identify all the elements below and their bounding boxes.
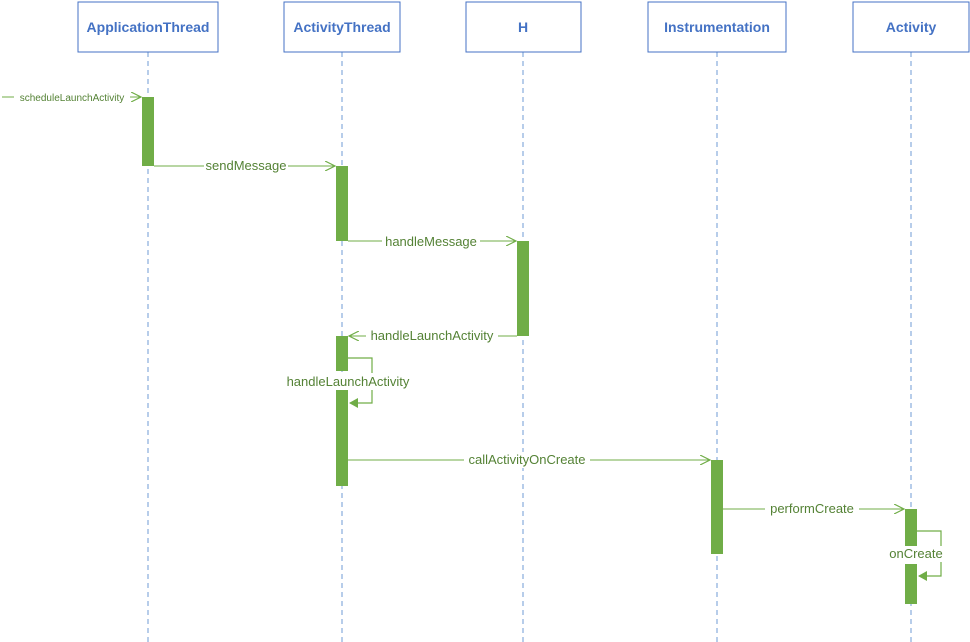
activation-application-thread [142, 97, 154, 166]
message-label-bg [204, 158, 288, 174]
message-label: handleLaunchActivity [371, 328, 494, 343]
participant-box [283, 1, 401, 53]
participant-box [77, 1, 219, 53]
activation-activity-thread-3 [336, 390, 348, 486]
message-label-bg [765, 501, 859, 517]
participant-label: ActivityThread [293, 19, 390, 35]
message-label-bg [366, 328, 498, 344]
message-handle-launch-activity-self[interactable]: handleLaunchActivity [282, 357, 412, 408]
activation-activity-thread-2 [336, 336, 348, 371]
message-call-activity-on-create[interactable]: callActivityOnCreate [348, 452, 710, 468]
message-label: performCreate [770, 501, 854, 516]
lifelines [147, 52, 912, 642]
participant-label: Instrumentation [664, 19, 770, 35]
message-handle-message[interactable]: handleMessage [348, 233, 516, 249]
participant-box [647, 1, 787, 53]
participant-instrumentation[interactable]: Instrumentation [647, 1, 787, 53]
participant-activity[interactable]: Activity [852, 1, 970, 53]
participant-box [852, 1, 970, 53]
message-label: handleLaunchActivity [287, 374, 410, 389]
message-label: scheduleLaunchActivity [20, 93, 125, 104]
message-label-bg [382, 233, 480, 249]
message-label: callActivityOnCreate [468, 452, 585, 467]
participant-label: H [518, 19, 528, 35]
message-label: handleMessage [385, 234, 477, 249]
participant-box [465, 1, 582, 53]
message-send-message[interactable]: sendMessage [154, 158, 335, 174]
participant-activity-thread[interactable]: ActivityThread [283, 1, 401, 53]
message-label-bg [14, 90, 130, 104]
activation-activity-thread-1 [336, 166, 348, 241]
participant-application-thread[interactable]: ApplicationThread [77, 1, 219, 53]
message-on-create-self[interactable]: onCreate [887, 530, 945, 581]
participant-label: Activity [886, 19, 937, 35]
message-label-bg [887, 546, 945, 562]
message-label: sendMessage [206, 158, 287, 173]
message-label: onCreate [889, 546, 942, 561]
activation-h [517, 241, 529, 336]
activation-bars [142, 97, 917, 604]
activation-activity-1 [905, 509, 917, 547]
message-handle-launch-activity-return[interactable]: handleLaunchActivity [349, 328, 517, 344]
activation-instrumentation [711, 460, 723, 554]
message-label-bg [282, 373, 412, 390]
activation-activity-2 [905, 564, 917, 604]
message-label-bg [464, 452, 590, 468]
participant-label: ApplicationThread [87, 19, 210, 35]
message-schedule-launch-activity[interactable]: scheduleLaunchActivity [2, 90, 141, 104]
participant-h[interactable]: H [465, 1, 582, 53]
message-perform-create[interactable]: performCreate [723, 501, 904, 517]
